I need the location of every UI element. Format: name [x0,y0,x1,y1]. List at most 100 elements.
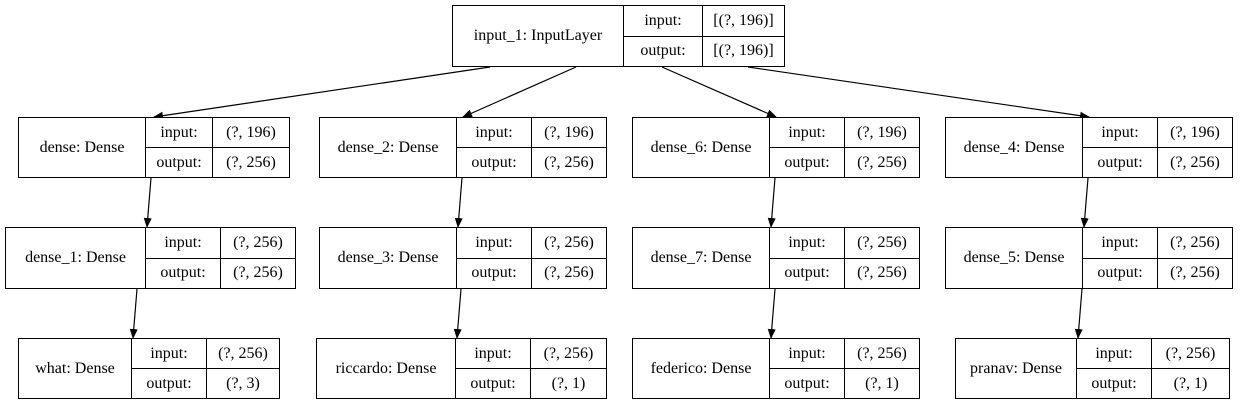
layer-name: dense_1: Dense [6,228,146,288]
output-shape-row: output: (?, 256) [146,147,289,177]
input-shape: (?, 196) [857,123,907,141]
input-shape-row: input: (?, 196) [146,118,289,147]
input-shape-row: input:(?, 196) [457,118,606,147]
output-shape-row: output:(?, 256) [770,147,919,177]
edge-arrow [747,66,1090,120]
output-label: output: [770,258,845,288]
layer-shapes: input:(?, 256)output: (?, 1) [770,339,919,398]
output-shape-row: output:(?, 256) [457,257,606,288]
layer-name: riccardo: Dense [317,339,456,398]
input-shape: (?, 256) [857,233,907,251]
edge-arrow [661,66,777,118]
output-shape: (?, 256) [226,153,276,171]
layer-shapes: input:(?, 256)output:(?, 256) [457,228,606,288]
output-shape-row: output: [(?, 196)] [624,35,784,66]
output-shape: (?, 256) [544,153,594,171]
input-label: input: [456,339,531,368]
layer-shapes: input:(?, 256)output: (?, 256) [770,228,919,288]
edge-arrow [1074,288,1083,339]
edge-arrow [462,66,577,118]
input-shape: (?, 256) [1165,344,1216,362]
layer-shapes: input:(?, 196)output:(?, 256) [770,118,919,177]
layer-name: dense_4: Dense [946,118,1083,177]
input-shape-row: input: (?, 256) [1077,339,1229,368]
input-shape-row: input:(?, 256) [1083,228,1232,258]
output-shape: [(?, 196)] [713,42,774,60]
layer-shapes: input: (?, 196) output: (?, 256) [146,118,289,177]
output-shape: (?, 3) [226,374,260,392]
output-shape: (?, 1) [865,374,899,392]
edge-arrow [129,288,138,339]
output-shape: (?, 256) [233,264,283,282]
input-shape-row: input:(?, 196) [770,118,919,147]
input-label: input: [132,339,207,368]
input-shape-row: input:(?, 256) [146,228,295,258]
input-shape: (?, 196) [1170,123,1220,141]
input-shape: [(?, 196)] [713,11,774,29]
layer-shapes: input:(?, 196)output: (?, 256) [457,118,606,177]
edge-arrow [453,288,462,339]
output-shape: (?, 1) [1173,374,1208,392]
layer-name: dense_2: Dense [320,118,457,177]
input-shape-row: input:(?, 256) [770,339,919,368]
layer-name: what: Dense [19,339,132,398]
output-shape-row: output: (?, 256) [146,257,295,288]
layer-name: dense_5: Dense [946,228,1083,288]
input-label: input: [1077,339,1152,368]
output-label: output: [146,258,221,288]
edge-arrow [153,66,491,120]
input-label: input: [146,118,213,147]
output-label: output: [457,148,532,177]
input-shape: (?, 256) [543,344,594,362]
edge-arrow [767,288,776,339]
layer-shapes: input: (?, 256) output: (?, 3) [132,339,279,398]
output-label: output: [132,369,207,398]
output-label: output: [1083,258,1158,288]
input-label: input: [457,118,532,147]
input-shape: (?, 256) [233,233,283,251]
output-label: output: [457,258,532,288]
output-label: output: [1083,148,1158,177]
input-label: input: [770,339,845,368]
layer-name: federico: Dense [633,339,770,398]
output-shape-row: output: (?, 256) [457,147,606,177]
input-shape-row: input: (?, 196) [1083,118,1232,147]
input-shape: (?, 256) [544,233,594,251]
edge-arrow [1080,177,1089,228]
layer-name: dense_6: Dense [633,118,770,177]
layer-shapes: input:(?, 256)output:(?, 256) [1083,228,1232,288]
layer-name: dense: Dense [19,118,146,177]
output-label: output: [770,369,845,398]
input-shape: (?, 196) [226,123,276,141]
input-shape-row: input:(?, 256) [770,228,919,258]
output-shape: (?, 256) [1170,153,1220,171]
input-label: input: [1083,228,1158,258]
layer-name: pranav: Dense [956,339,1077,398]
layer-name: dense_7: Dense [633,228,770,288]
layer-shapes: input:(?, 256)output:(?, 1) [456,339,606,398]
output-label: output: [624,36,703,66]
input-shape-row: input:(?, 256) [457,228,606,258]
output-label: output: [146,148,213,177]
input-shape: (?, 256) [218,344,268,362]
output-shape: (?, 256) [857,153,907,171]
input-shape-row: input: (?, 256) [456,339,606,368]
layer-name: dense_3: Dense [320,228,457,288]
output-shape-row: output: (?, 256) [1083,147,1232,177]
input-label: input: [1083,118,1158,147]
output-shape-row: output:(?, 1) [1077,368,1229,398]
edge-arrow [767,177,776,228]
